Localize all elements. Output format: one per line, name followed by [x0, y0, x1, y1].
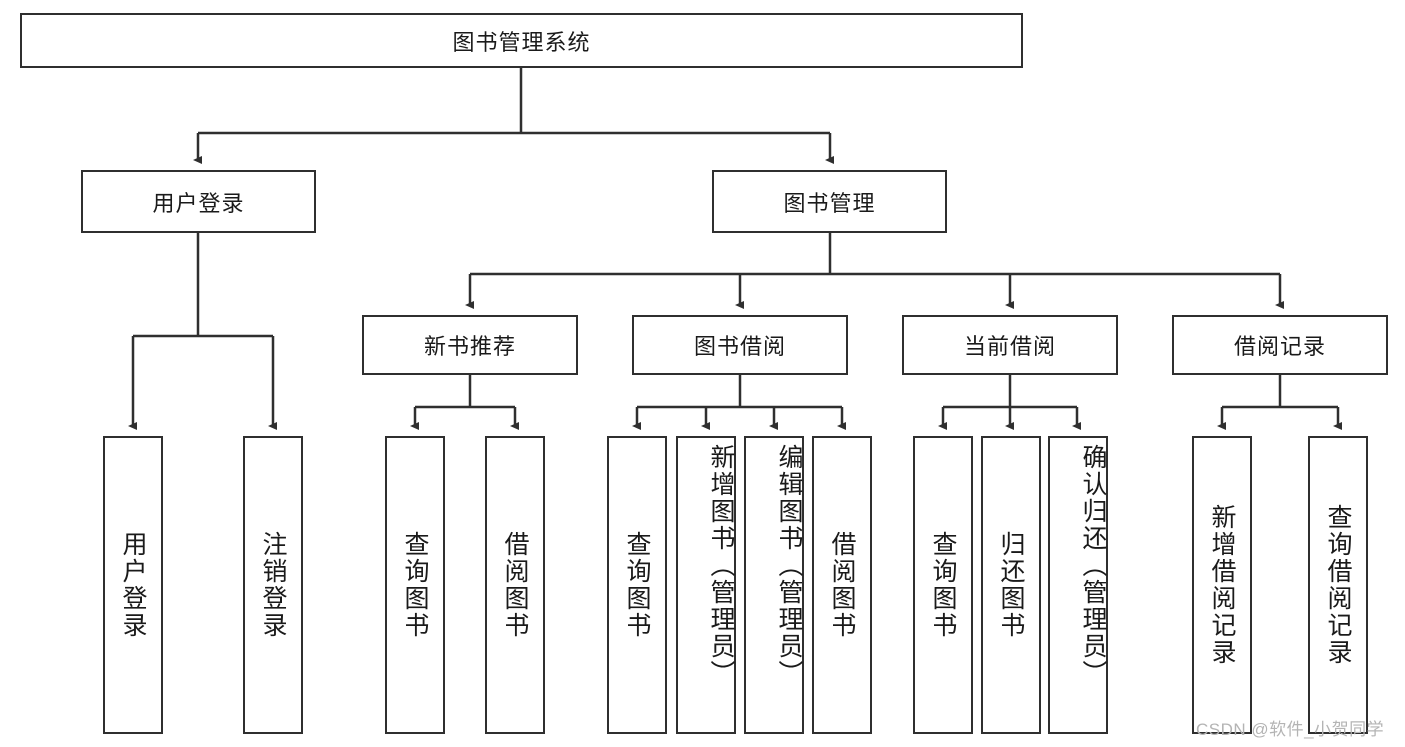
node-label: 用户登录	[152, 190, 245, 216]
csdn-watermark: CSDN @软件_小贺同学	[1196, 720, 1385, 739]
node-label: 编辑图书（管理员）	[775, 444, 803, 687]
node-label: 借阅记录	[1233, 334, 1326, 359]
leaf-borrow-record-query-record[interactable]: 查询借阅记录	[1308, 436, 1368, 734]
node-label: 查询借阅记录	[1324, 504, 1352, 666]
node-label: 图书管理系统	[452, 29, 591, 55]
node-book-management[interactable]: 图书管理	[712, 170, 947, 233]
node-book-borrow[interactable]: 图书借阅	[632, 315, 848, 375]
leaf-borrow-record-add-record[interactable]: 新增借阅记录	[1192, 436, 1252, 734]
node-label: 图书借阅	[693, 334, 786, 359]
leaf-current-borrow-return-book[interactable]: 归还图书	[981, 436, 1041, 734]
leaf-current-borrow-confirm-return-admin[interactable]: 确认归还（管理员）	[1048, 436, 1108, 734]
leaf-new-book-borrow-book[interactable]: 借阅图书	[485, 436, 545, 734]
node-label: 归还图书	[997, 531, 1025, 639]
node-label: 用户登录	[119, 531, 147, 639]
leaf-book-borrow-borrow-book[interactable]: 借阅图书	[812, 436, 872, 734]
node-current-borrow[interactable]: 当前借阅	[902, 315, 1118, 375]
leaf-book-borrow-edit-book-admin[interactable]: 编辑图书（管理员）	[744, 436, 804, 734]
leaf-current-borrow-query-book[interactable]: 查询图书	[913, 436, 973, 734]
node-label: 图书管理	[783, 190, 876, 216]
leaf-book-borrow-add-book-admin[interactable]: 新增图书（管理员）	[676, 436, 736, 734]
node-label: 查询图书	[401, 531, 429, 639]
node-label: 借阅图书	[828, 531, 856, 639]
node-label: 新书推荐	[423, 334, 516, 359]
leaf-user-login-login[interactable]: 用户登录	[103, 436, 163, 734]
node-label: 借阅图书	[501, 531, 529, 639]
leaf-new-book-query-book[interactable]: 查询图书	[385, 436, 445, 734]
node-user-login[interactable]: 用户登录	[81, 170, 316, 233]
node-label: 新增图书（管理员）	[707, 444, 735, 687]
node-root-library-management-system[interactable]: 图书管理系统	[20, 13, 1023, 68]
node-label: 注销登录	[259, 531, 287, 639]
node-label: 确认归还（管理员）	[1079, 444, 1107, 687]
leaf-book-borrow-query-book[interactable]: 查询图书	[607, 436, 667, 734]
node-borrow-record[interactable]: 借阅记录	[1172, 315, 1388, 375]
node-label: 查询图书	[623, 531, 651, 639]
node-label: 新增借阅记录	[1208, 504, 1236, 666]
node-label: 当前借阅	[963, 334, 1056, 359]
node-label: 查询图书	[929, 531, 957, 639]
node-new-book-recommend[interactable]: 新书推荐	[362, 315, 578, 375]
leaf-user-login-logout[interactable]: 注销登录	[243, 436, 303, 734]
